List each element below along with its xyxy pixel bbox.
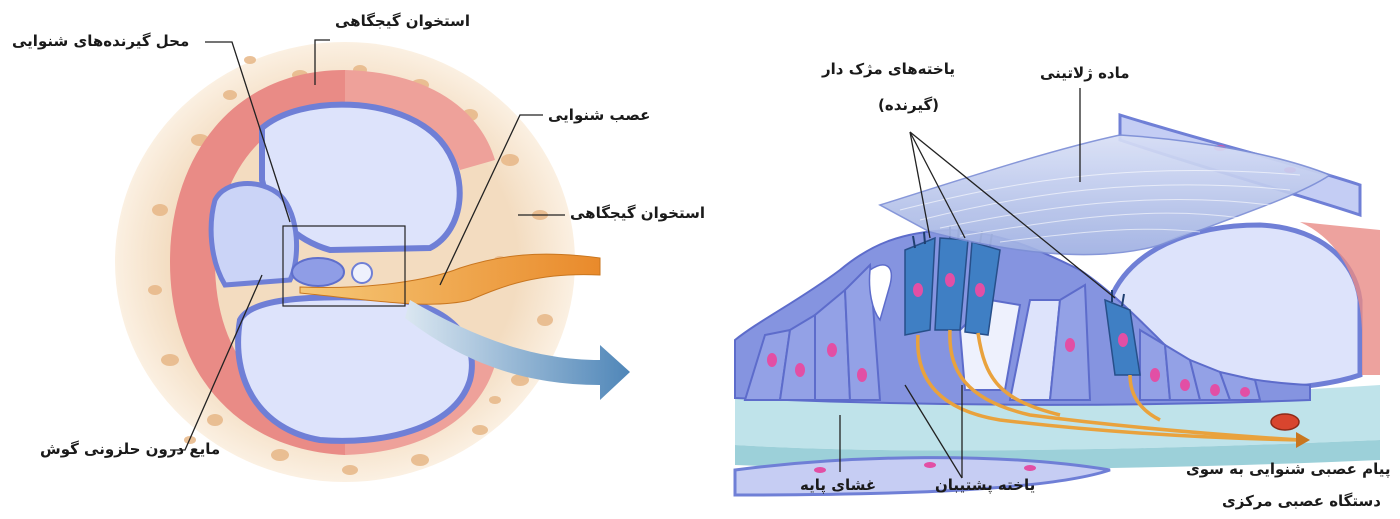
label-hair-cells-receptor: (گیرنده) bbox=[878, 98, 939, 113]
organ-of-corti-small bbox=[292, 258, 344, 286]
label-auditory-nerve: عصب شنوایی bbox=[548, 108, 650, 123]
label-gelatinous-material: ماده ژلاتینی bbox=[1040, 66, 1130, 81]
label-cochlear-fluid: مایع درون حلزونی گوش bbox=[40, 442, 220, 457]
label-hair-cells: یاخته‌های مژک دار bbox=[822, 62, 955, 77]
label-basilar-membrane: غشای پایه bbox=[800, 478, 876, 493]
blood-vessel bbox=[1271, 414, 1299, 430]
label-receptor-site: محل گیرنده‌های شنوایی bbox=[12, 34, 189, 49]
label-nerve-message: پیام عصبی شنوایی به سوی bbox=[1186, 462, 1390, 477]
label-nerve-message-destination: دستگاه عصبی مرکزی bbox=[1222, 494, 1381, 509]
scala-media bbox=[211, 184, 296, 285]
label-supporting-cell: یاخته پشتیبان bbox=[935, 478, 1035, 493]
label-temporal-bone-right: استخوان گیجگاهی bbox=[570, 206, 705, 221]
organ-of-corti-detail bbox=[735, 115, 1380, 495]
label-temporal-bone-top: استخوان گیجگاهی bbox=[335, 14, 470, 29]
